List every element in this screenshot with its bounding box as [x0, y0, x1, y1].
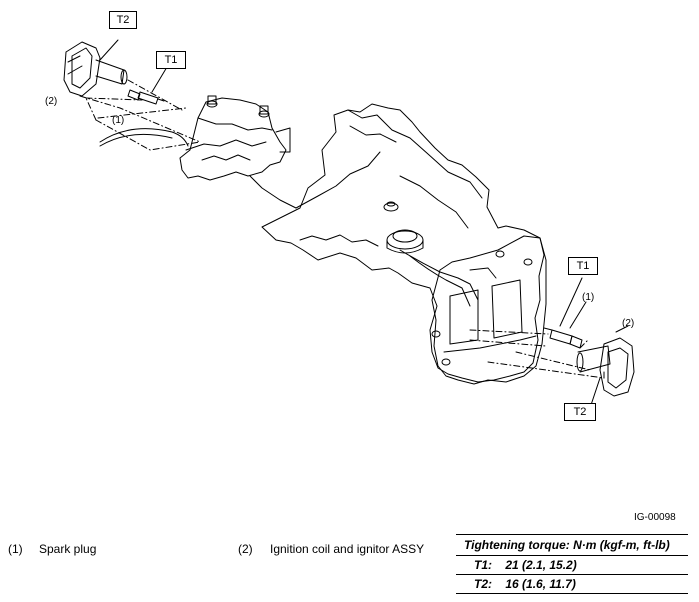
torque-row-label: T2:: [474, 577, 492, 591]
right-ignition-coil: [576, 325, 635, 409]
top-left-ignition-coil: [63, 39, 128, 97]
callout-t1-right: T1: [568, 257, 598, 275]
torque-row-t1: T1: 21 (2.1, 15.2): [456, 556, 688, 575]
right-alignment-lines: [469, 329, 605, 379]
callout-2-top: (2): [45, 96, 58, 107]
torque-row-value: 16 (1.6, 11.7): [505, 577, 576, 591]
callout-t2-right: T2: [564, 403, 596, 421]
top-left-alignment-lines: [79, 79, 201, 151]
torque-header: Tightening torque: N·m (kgf-m, ft-lb): [456, 534, 688, 556]
torque-row-value: 21 (2.1, 15.2): [505, 558, 577, 572]
legend-item-2-number: (2): [238, 542, 253, 556]
right-spark-plug: [543, 277, 587, 349]
callout-t2-top: T2: [109, 11, 137, 29]
left-cylinder-head: [99, 95, 297, 209]
callout-2-right: (2): [622, 318, 635, 329]
callout-1-right: (1): [582, 292, 595, 303]
torque-table: Tightening torque: N·m (kgf-m, ft-lb) T1…: [456, 534, 688, 594]
legend-item-2-label: Ignition coil and ignitor ASSY: [270, 542, 425, 556]
callout-t1-top: T1: [156, 51, 186, 69]
engine-block-outline: [261, 103, 545, 383]
legend-item-1-number: (1): [8, 542, 23, 556]
legend-item-1-label: Spark plug: [39, 542, 97, 556]
right-cylinder-head: [431, 235, 547, 385]
callout-1-top: (1): [112, 115, 125, 126]
torque-row-label: T1:: [474, 558, 492, 572]
torque-row-t2: T2: 16 (1.6, 11.7): [456, 575, 688, 594]
figure-id: IG-00098: [634, 512, 676, 523]
